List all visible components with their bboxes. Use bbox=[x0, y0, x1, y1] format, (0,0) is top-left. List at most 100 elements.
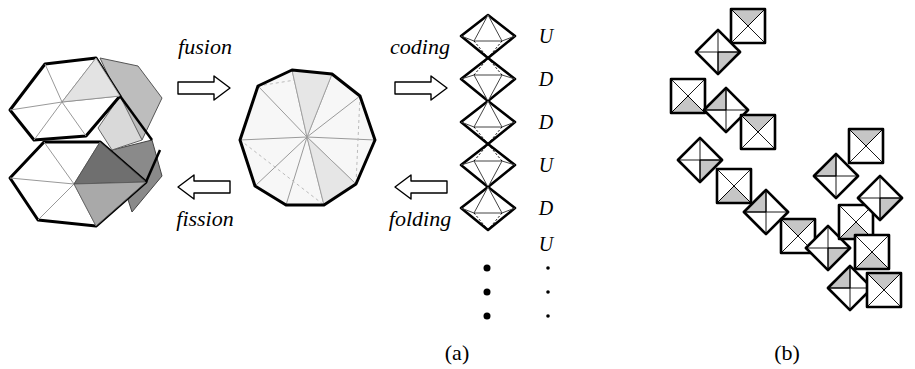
polyhedron-face bbox=[307, 137, 356, 205]
polyhedron-edge bbox=[62, 102, 86, 136]
continuation-dot bbox=[546, 314, 550, 318]
polyhedron-edge bbox=[855, 235, 872, 252]
polyhedron-edge bbox=[766, 212, 788, 213]
continuation-dot bbox=[546, 290, 550, 294]
polyhedron-edge bbox=[880, 198, 881, 220]
polyhedron-edge bbox=[461, 208, 474, 213]
polyhedron-edge bbox=[38, 184, 74, 220]
polyhedron-edge bbox=[741, 115, 758, 132]
code-letter: D bbox=[539, 112, 553, 132]
polyhedron-edge bbox=[146, 150, 160, 182]
polyhedron-edge bbox=[120, 96, 152, 140]
polyhedron-edge bbox=[688, 79, 705, 96]
polyhedron-edge bbox=[488, 58, 502, 75]
polyhedron-edge bbox=[502, 161, 515, 165]
polyhedron-edge bbox=[474, 213, 488, 230]
polyhedron-edge bbox=[726, 110, 748, 111]
polyhedron-edge bbox=[731, 9, 748, 26]
polyhedron-edge bbox=[798, 219, 815, 236]
polyhedron-edge bbox=[734, 169, 751, 186]
polyhedron-edge bbox=[734, 186, 751, 203]
code-letter: U bbox=[539, 155, 553, 175]
panel-label: (b) bbox=[774, 342, 800, 364]
polyhedron-face bbox=[474, 75, 502, 101]
polyhedron-face bbox=[474, 187, 502, 213]
polyhedron-edge bbox=[717, 186, 734, 203]
polyhedron-face bbox=[855, 252, 889, 269]
polyhedron-edge bbox=[839, 222, 856, 239]
polyhedron-edge bbox=[849, 129, 866, 146]
polyhedron-edge bbox=[474, 144, 488, 161]
polyhedron-edge bbox=[781, 236, 798, 253]
octahedron-outline bbox=[741, 115, 775, 149]
block-arrow bbox=[395, 175, 447, 199]
polyhedron-face bbox=[696, 30, 740, 74]
polyhedron-edge bbox=[502, 208, 515, 213]
polyhedron-face bbox=[74, 182, 146, 226]
block-arrow bbox=[395, 76, 447, 100]
polyhedron-edge bbox=[718, 52, 740, 53]
polyhedron-face bbox=[10, 142, 146, 226]
polyhedron-edge bbox=[10, 178, 74, 184]
polyhedron-edge bbox=[502, 75, 515, 79]
polyhedron-edge bbox=[474, 41, 488, 58]
polyhedron-edge bbox=[502, 36, 515, 41]
code-letter: D bbox=[539, 198, 553, 218]
polyhedron-edge bbox=[758, 132, 775, 149]
polyhedron-edge bbox=[758, 115, 775, 132]
polyhedron-edge bbox=[671, 96, 688, 113]
code-letter: D bbox=[539, 69, 553, 89]
polyhedron-face bbox=[731, 9, 765, 26]
polyhedron-edge bbox=[867, 290, 884, 307]
polyhedron-edge bbox=[872, 252, 889, 269]
polyhedron-edge bbox=[748, 9, 765, 26]
polyhedron-edge bbox=[744, 212, 766, 213]
polyhedron-edge bbox=[488, 213, 502, 230]
polyhedron-face bbox=[461, 58, 515, 101]
process-label: folding bbox=[389, 208, 451, 230]
polyhedron-edge bbox=[858, 198, 880, 199]
polyhedron-edge bbox=[307, 137, 375, 140]
polyhedron-edge bbox=[839, 205, 856, 222]
code-letter: U bbox=[539, 26, 553, 46]
process-label: coding bbox=[390, 36, 450, 58]
polyhedron-edge bbox=[866, 146, 883, 163]
polyhedron-edge bbox=[766, 212, 767, 234]
continuation-dot bbox=[484, 289, 491, 296]
octahedron-outline bbox=[678, 138, 722, 182]
polyhedron-face bbox=[849, 129, 883, 146]
polyhedron-edge bbox=[880, 176, 881, 198]
polyhedron-edge bbox=[872, 235, 889, 252]
polyhedron-edge bbox=[884, 273, 901, 290]
polyhedron-edge bbox=[461, 161, 474, 165]
polyhedron-edge bbox=[741, 132, 758, 149]
polyhedron-edge bbox=[700, 160, 722, 161]
polyhedron-edge bbox=[726, 88, 727, 110]
octahedron-outline bbox=[828, 266, 872, 310]
polyhedron-edge bbox=[828, 248, 850, 249]
polyhedron-edge bbox=[474, 127, 488, 144]
process-label: fusion bbox=[178, 36, 232, 58]
octahedron-outline bbox=[858, 176, 902, 220]
octahedron-outline bbox=[717, 169, 751, 203]
polyhedron-edge bbox=[855, 252, 872, 269]
polyhedron-edge bbox=[240, 137, 307, 140]
polyhedron-face bbox=[867, 273, 901, 290]
polyhedron-edge bbox=[488, 144, 502, 161]
polyhedron-edge bbox=[781, 219, 798, 236]
polyhedron-edge bbox=[45, 64, 62, 102]
polyhedron-face bbox=[461, 187, 515, 230]
polyhedron-edge bbox=[828, 248, 829, 270]
polyhedron-edge bbox=[748, 26, 765, 43]
polyhedron-face bbox=[741, 115, 775, 132]
polyhedron-edge bbox=[474, 58, 488, 75]
polyhedron-face bbox=[74, 142, 146, 184]
octahedron-outline bbox=[671, 79, 705, 113]
polyhedron-edge bbox=[836, 154, 837, 176]
polyhedron-face bbox=[461, 15, 515, 58]
polyhedron-face bbox=[461, 101, 515, 144]
polyhedron-edge bbox=[255, 137, 307, 186]
polyhedron-face bbox=[741, 115, 775, 149]
polyhedron-face bbox=[62, 58, 120, 102]
